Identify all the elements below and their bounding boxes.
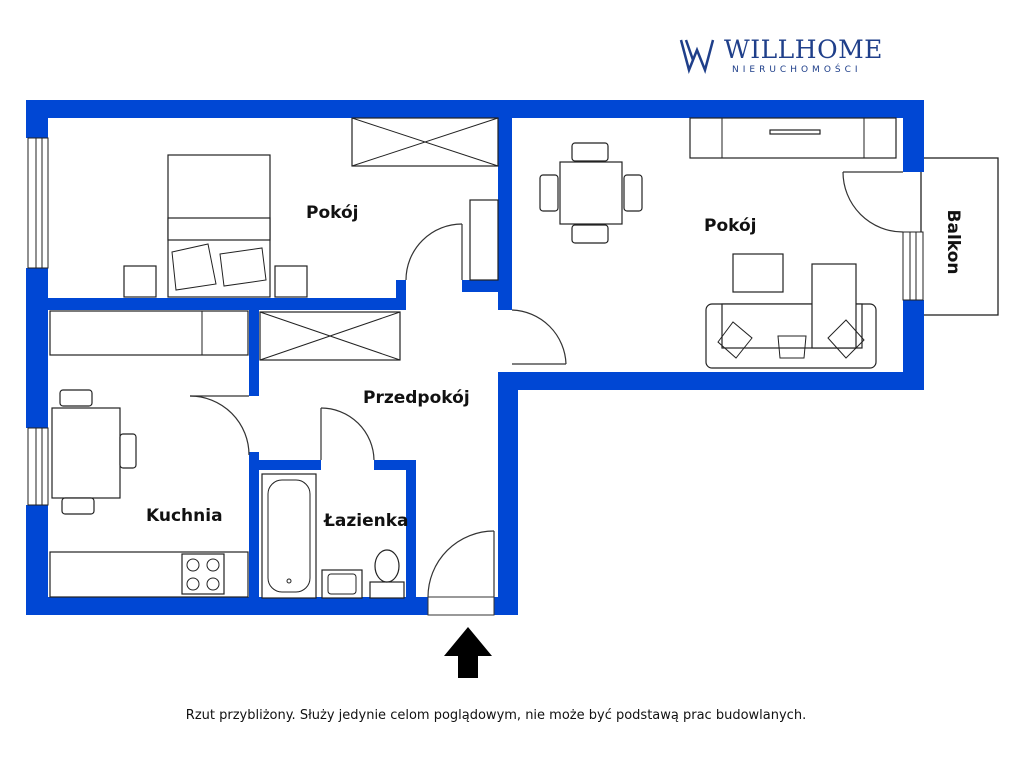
kitchen-furniture [49,310,249,598]
windows [27,137,924,506]
hall-furniture [259,311,401,361]
room-label-bedroom: Pokój [306,203,359,223]
shelf [469,199,499,281]
bathroom-furniture [261,473,405,599]
room-label-balcony: Balkon [943,210,963,275]
dining-table [559,161,623,225]
coffee-table [732,253,784,293]
willhome-w-icon [679,39,715,74]
disclaimer: Rzut przybliżony. Służy jedynie celom po… [186,708,806,723]
brand-tagline: NIERUCHOMOŚCI [732,63,862,75]
bedroom-furniture [123,117,499,298]
bathtub [261,473,317,599]
room-label-bathroom: Łazienka [323,511,409,531]
toilet [369,581,405,599]
nightstand-left [123,265,157,298]
balcony-outline [920,157,999,316]
brand-logo: WILLHOME NIERUCHOMOŚCI [679,35,883,75]
room-label-hall: Przedpokój [363,388,470,408]
room-label-kitchen: Kuchnia [146,506,223,526]
kitchen-counter-top [49,310,249,356]
room-label-living: Pokój [704,216,757,236]
doors [189,171,904,616]
nightstand-right [274,265,308,298]
kitchen-table [51,407,121,499]
brand-name: WILLHOME [724,35,883,64]
tv-cabinet [689,117,897,159]
walls [26,100,924,615]
living-furniture [539,117,897,369]
arrow-up-icon [444,627,492,678]
